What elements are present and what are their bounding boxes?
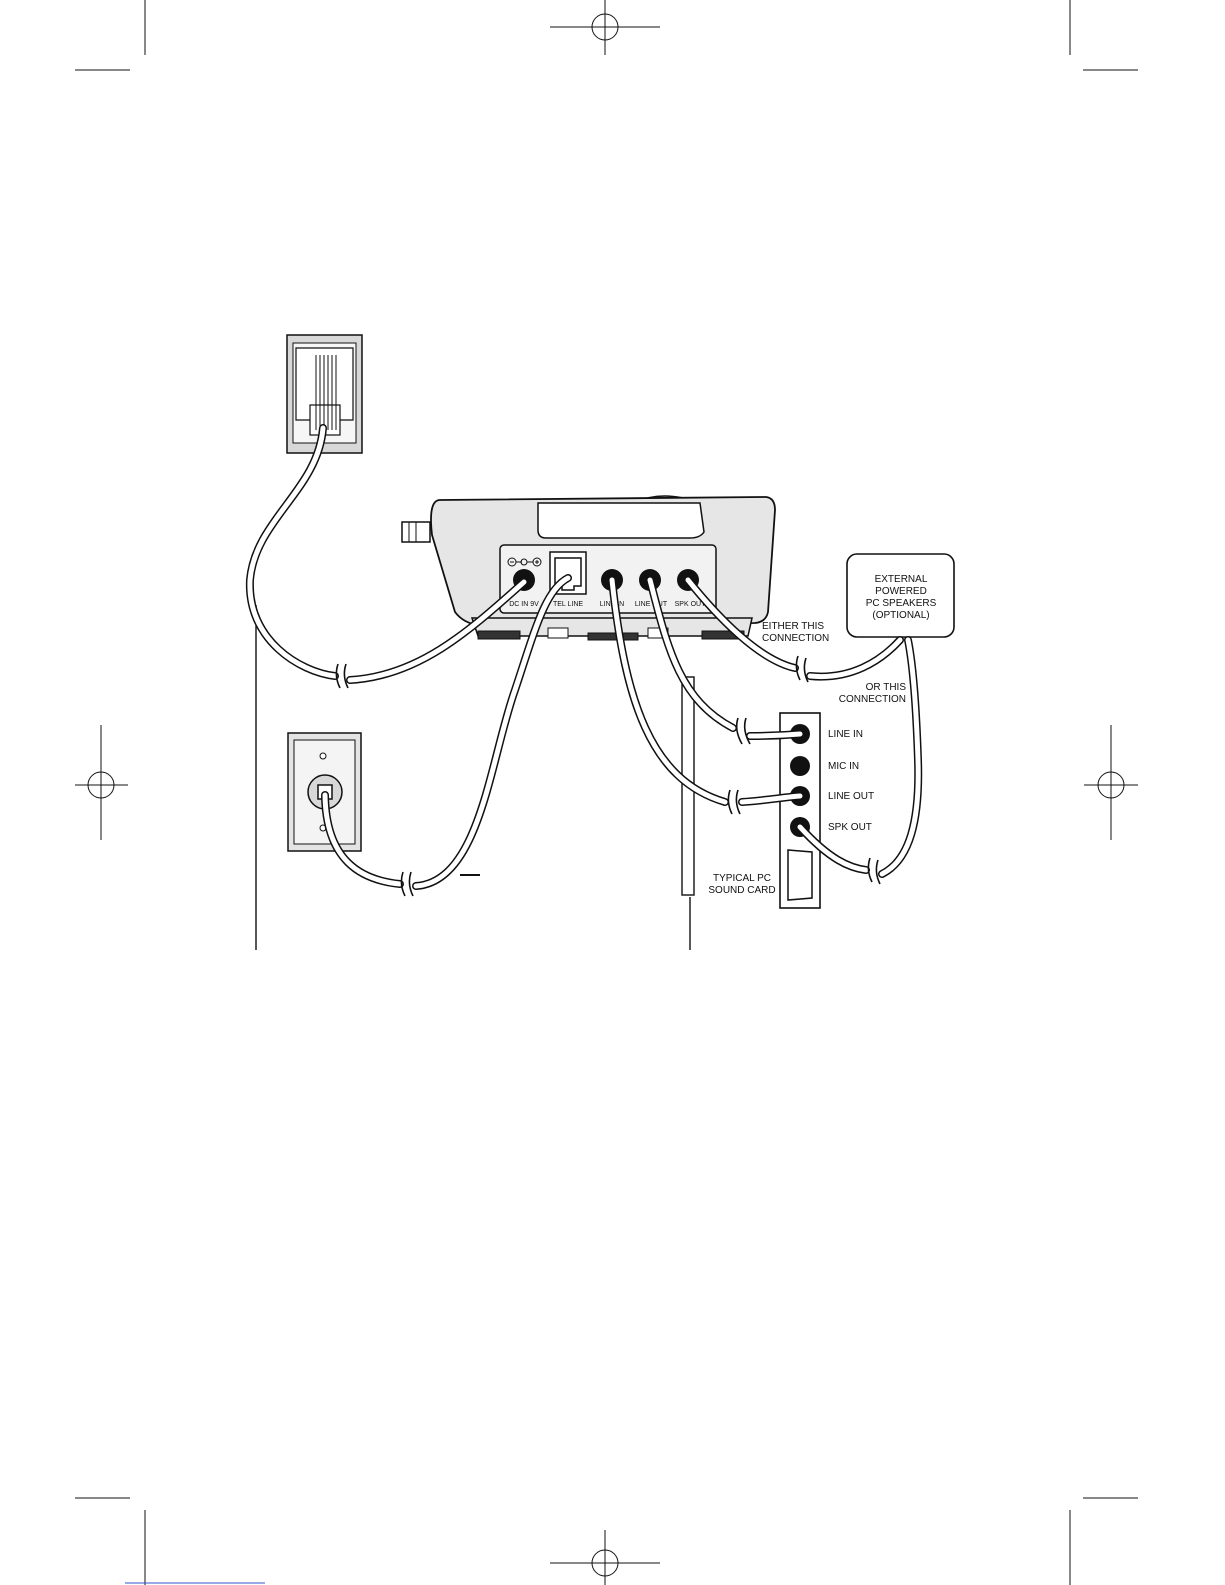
either-connection-label-2: CONNECTION [762, 633, 829, 644]
registration-mark-right [1084, 725, 1138, 840]
card-game-port [788, 850, 812, 900]
card-label-spk-out: SPK OUT [828, 822, 872, 833]
speakers-label-1: EXTERNAL [875, 574, 928, 585]
card-label-mic-in: MIC IN [828, 761, 859, 772]
sound-card [780, 713, 820, 908]
card-label-line-out: LINE OUT [828, 791, 874, 802]
device-top-slot [538, 503, 704, 538]
or-connection-label-2: CONNECTION [839, 694, 906, 705]
card-caption-2: SOUND CARD [708, 885, 775, 896]
card-label-line-in: LINE IN [828, 729, 863, 740]
registration-mark-bottom [550, 1530, 660, 1585]
speakers-label-4: (OPTIONAL) [872, 610, 929, 621]
speakers-label-2: POWERED [875, 586, 927, 597]
registration-mark-top [550, 0, 660, 55]
speakers-label-3: PC SPEAKERS [866, 598, 937, 609]
card-caption-1: TYPICAL PC [713, 873, 771, 884]
port-label-tel-line: TEL LINE [553, 601, 583, 608]
crop-marks [75, 0, 1138, 1585]
card-mic-in-jack [790, 756, 810, 776]
or-connection-label-1: OR THIS [866, 682, 907, 693]
port-label-line-out: LINE OUT [635, 601, 668, 608]
either-connection-label-1: EITHER THIS [762, 621, 824, 632]
registration-mark-left [75, 725, 128, 840]
port-label-dc-in: DC IN 9V [509, 601, 539, 608]
